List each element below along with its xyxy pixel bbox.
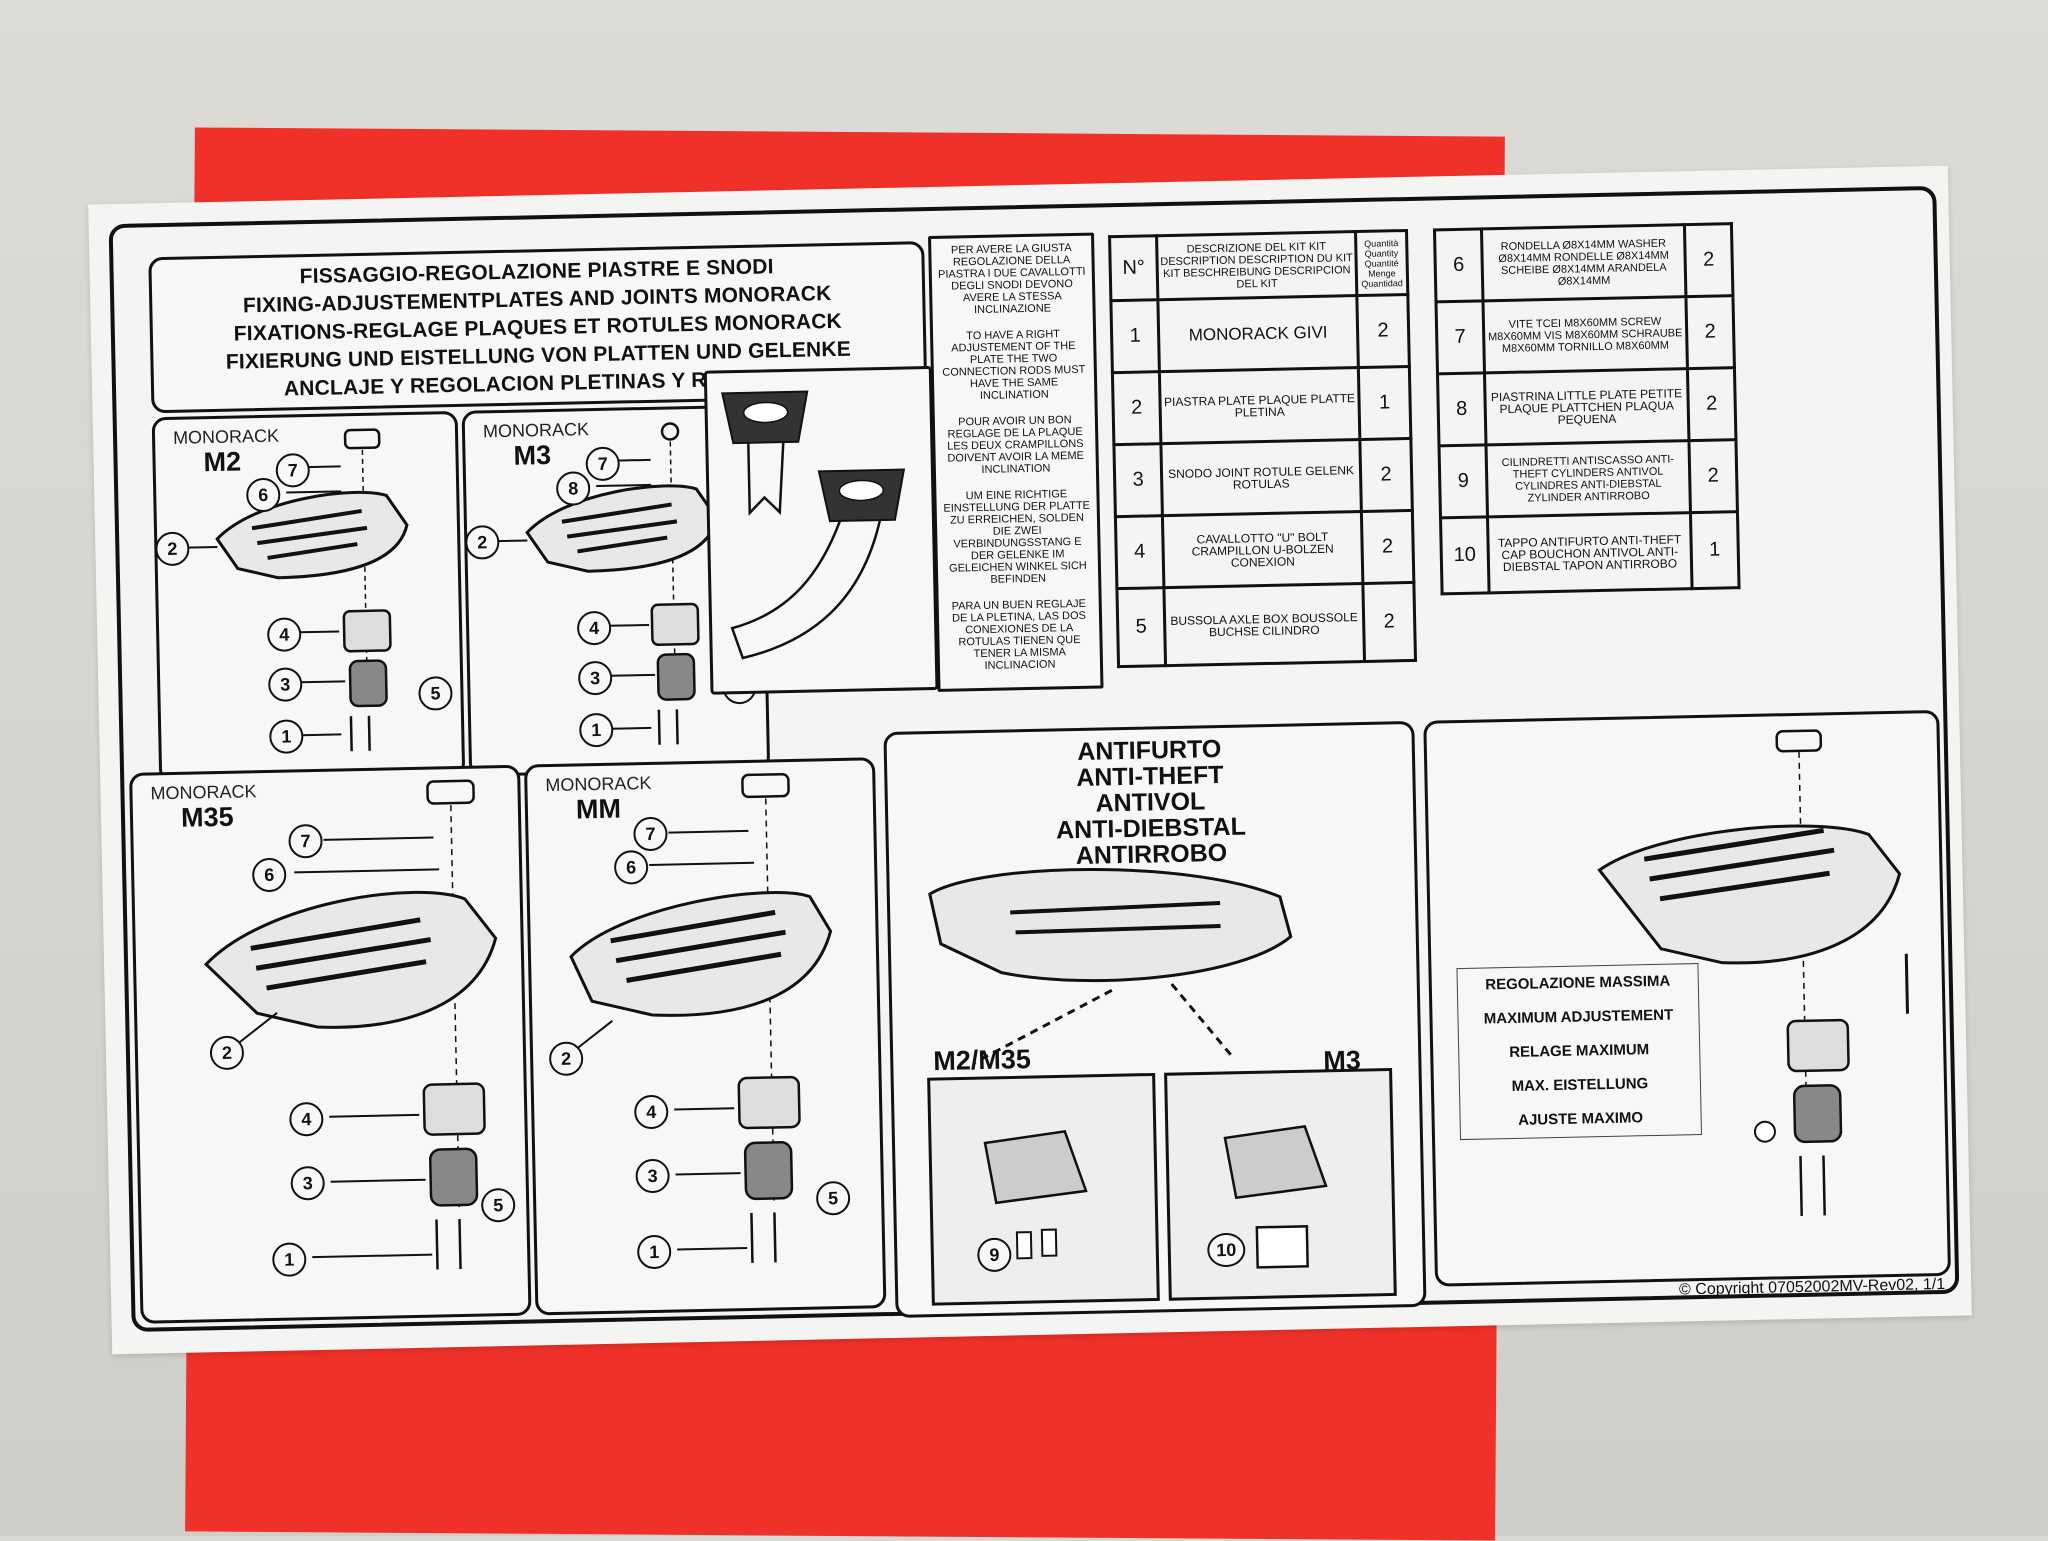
sheet-frame: FISSAGGIO-REGOLAZIONE PIASTRE E SNODI FI… (108, 185, 1960, 1332)
note-it: PER AVERE LA GIUSTA REGOLAZIONE DELLA PI… (937, 242, 1086, 317)
adjust-line-fr: RELAGE MAXIMUM (1509, 1041, 1650, 1062)
rack-drawing-mm (569, 772, 833, 1263)
adjust-line-de: MAX. EISTELLUNG (1511, 1075, 1649, 1095)
kit-row-desc: MONORACK GIVI (1157, 295, 1359, 372)
kit-row: 2 PIASTRA PLATE PLAQUE PLATTE PLETINA 1 (1112, 366, 1411, 445)
kit-table-left: N° DESCRIZIONE DEL KIT KIT DESCRIPTION D… (1108, 229, 1417, 668)
note-fr: POUR AVOIR UN BON REGLAGE DE LA PLAQUE L… (947, 414, 1085, 476)
kit-row-qty: 2 (1356, 294, 1410, 368)
strap-drawing (721, 390, 906, 660)
note-en: TO HAVE A RIGHT ADJUSTEMENT OF THE PLATE… (942, 328, 1086, 402)
antitheft-drawing (927, 868, 1397, 1306)
kit-row: 8 PIASTRINA LITTLE PLATE PETITE PLAQUE P… (1437, 367, 1736, 446)
kit-row: 4 CAVALLOTTO "U" BOLT CRAMPILLON U-BOLZE… (1115, 510, 1414, 589)
panel-m3: MONORACK M3 7 8 2 4 3 (461, 404, 771, 777)
max-adjustment-drawing (1597, 729, 1910, 1216)
adjust-line-en: MAXIMUM ADJUSTEMENT (1483, 1006, 1674, 1028)
kit-row-number: 6 (1434, 228, 1483, 302)
kit-row-number: 8 (1437, 372, 1487, 446)
kit-row-qty: 2 (1361, 510, 1414, 584)
adjust-line-it: REGOLAZIONE MASSIMA (1485, 972, 1671, 994)
kit-row-qty: 2 (1684, 223, 1733, 297)
kit-row-desc: VITE TCEI M8x60mm SCREW M8x60mm VIS M8x6… (1482, 296, 1688, 373)
panel-mm: MONORACK MM 7 6 2 4 3 (523, 757, 887, 1316)
kit-row-desc: PIASTRINA LITTLE PLATE PETITE PLAQUE PLA… (1484, 368, 1689, 445)
rack-drawing-m2 (187, 428, 409, 752)
zoom-label-m2-m35: M2/M35 (932, 1044, 1032, 1077)
kit-header-no: N° (1109, 235, 1158, 301)
kit-row-qty: 2 (1688, 439, 1738, 513)
kit-header-row: N° DESCRIZIONE DEL KIT KIT DESCRIPTION D… (1109, 230, 1408, 301)
kit-row-number: 2 (1112, 371, 1161, 445)
kit-row: 3 SNODO JOINT ROTULE GELENK ROTULAS 2 (1113, 438, 1413, 517)
kit-row-qty: 1 (1358, 366, 1411, 440)
kit-row-desc: BUSSOLA AXLE BOX BOUSSOLE BUCHSE CILINDR… (1163, 583, 1365, 666)
kit-row-desc: PIASTRA PLATE PLAQUE PLATTE PLETINA (1159, 367, 1360, 444)
kit-row-qty: 2 (1362, 582, 1416, 662)
kit-row-desc: CILINDRETTI ANTISCASSO ANTI-THEFT CYLIND… (1486, 440, 1691, 517)
strap-illustration-box (703, 365, 939, 695)
kit-row-number: 5 (1116, 587, 1166, 667)
kit-row: 6 RONDELLA Ø8x14mm WASHER Ø8x14mm RONDEL… (1434, 223, 1733, 302)
kit-row-qty: 2 (1687, 367, 1736, 441)
kit-row-desc: CAVALLOTTO "U" BOLT CRAMPILLON U-BOLZEN … (1162, 511, 1363, 588)
kit-row-number: 1 (1110, 299, 1160, 373)
panel-m2: MONORACK M2 7 6 2 4 3 (151, 410, 466, 784)
kit-row: 1 MONORACK GIVI 2 (1110, 294, 1410, 373)
rack-drawing-m35 (203, 779, 498, 1270)
panel-m35: MONORACK M35 7 6 2 4 3 (129, 764, 532, 1324)
zoom-label-m3: M3 (1323, 1045, 1362, 1076)
max-adjustment-label-box: REGOLAZIONE MASSIMA MAXIMUM ADJUSTEMENT … (1456, 963, 1703, 1141)
max-adjustment-panel: REGOLAZIONE MASSIMA MAXIMUM ADJUSTEMENT … (1423, 709, 1952, 1287)
kit-row-desc: SNODO JOINT ROTULE GELENK ROTULAS (1160, 439, 1362, 516)
note-de: UM EINE RICHTIGE EINSTELLUNG DER PLATTE … (943, 488, 1091, 586)
kit-row: 10 TAPPO ANTIFURTO ANTI-THEFT CAP BOUCHO… (1440, 511, 1740, 594)
antitheft-panel: ANTIFURTO ANTI-THEFT ANTIVOL ANTI-DIEBST… (883, 720, 1427, 1318)
kit-row-desc: TAPPO ANTIFURTO ANTI-THEFT CAP BOUCHON A… (1487, 512, 1693, 593)
kit-row-number: 4 (1115, 515, 1164, 589)
adjustment-notes: PER AVERE LA GIUSTA REGOLAZIONE DELLA PI… (928, 232, 1104, 692)
kit-row-number: 10 (1440, 516, 1490, 594)
kit-row-qty: 2 (1685, 295, 1735, 369)
kit-row: 9 CILINDRETTI ANTISCASSO ANTI-THEFT CYLI… (1439, 439, 1738, 518)
instruction-sheet: FISSAGGIO-REGOLAZIONE PIASTRE E SNODI FI… (88, 165, 1972, 1355)
kit-header-desc: DESCRIZIONE DEL KIT KIT DESCRIPTION DESC… (1156, 231, 1357, 300)
kit-row-qty: 2 (1359, 438, 1413, 512)
adjust-line-es: AJUSTE MAXIMO (1517, 1109, 1644, 1129)
kit-header-qty: Quantità Quantity Quantité Menge Quantid… (1355, 230, 1408, 296)
kit-row: 7 VITE TCEI M8x60mm SCREW M8x60mm VIS M8… (1435, 295, 1735, 374)
kit-row-number: 7 (1435, 300, 1485, 374)
kit-row-number: 9 (1439, 444, 1488, 518)
kit-row-qty: 1 (1690, 511, 1740, 589)
note-es: PARA UN BUEN REGLAJE DE LA PLETINA, LAS … (951, 597, 1087, 672)
kit-table-right: 6 RONDELLA Ø8x14mm WASHER Ø8x14mm RONDEL… (1433, 222, 1741, 595)
kit-row: 5 BUSSOLA AXLE BOX BOUSSOLE BUCHSE CILIN… (1116, 582, 1416, 667)
kit-row-desc: RONDELLA Ø8x14mm WASHER Ø8x14mm RONDELLE… (1481, 224, 1686, 301)
kit-row-number: 3 (1113, 443, 1163, 517)
